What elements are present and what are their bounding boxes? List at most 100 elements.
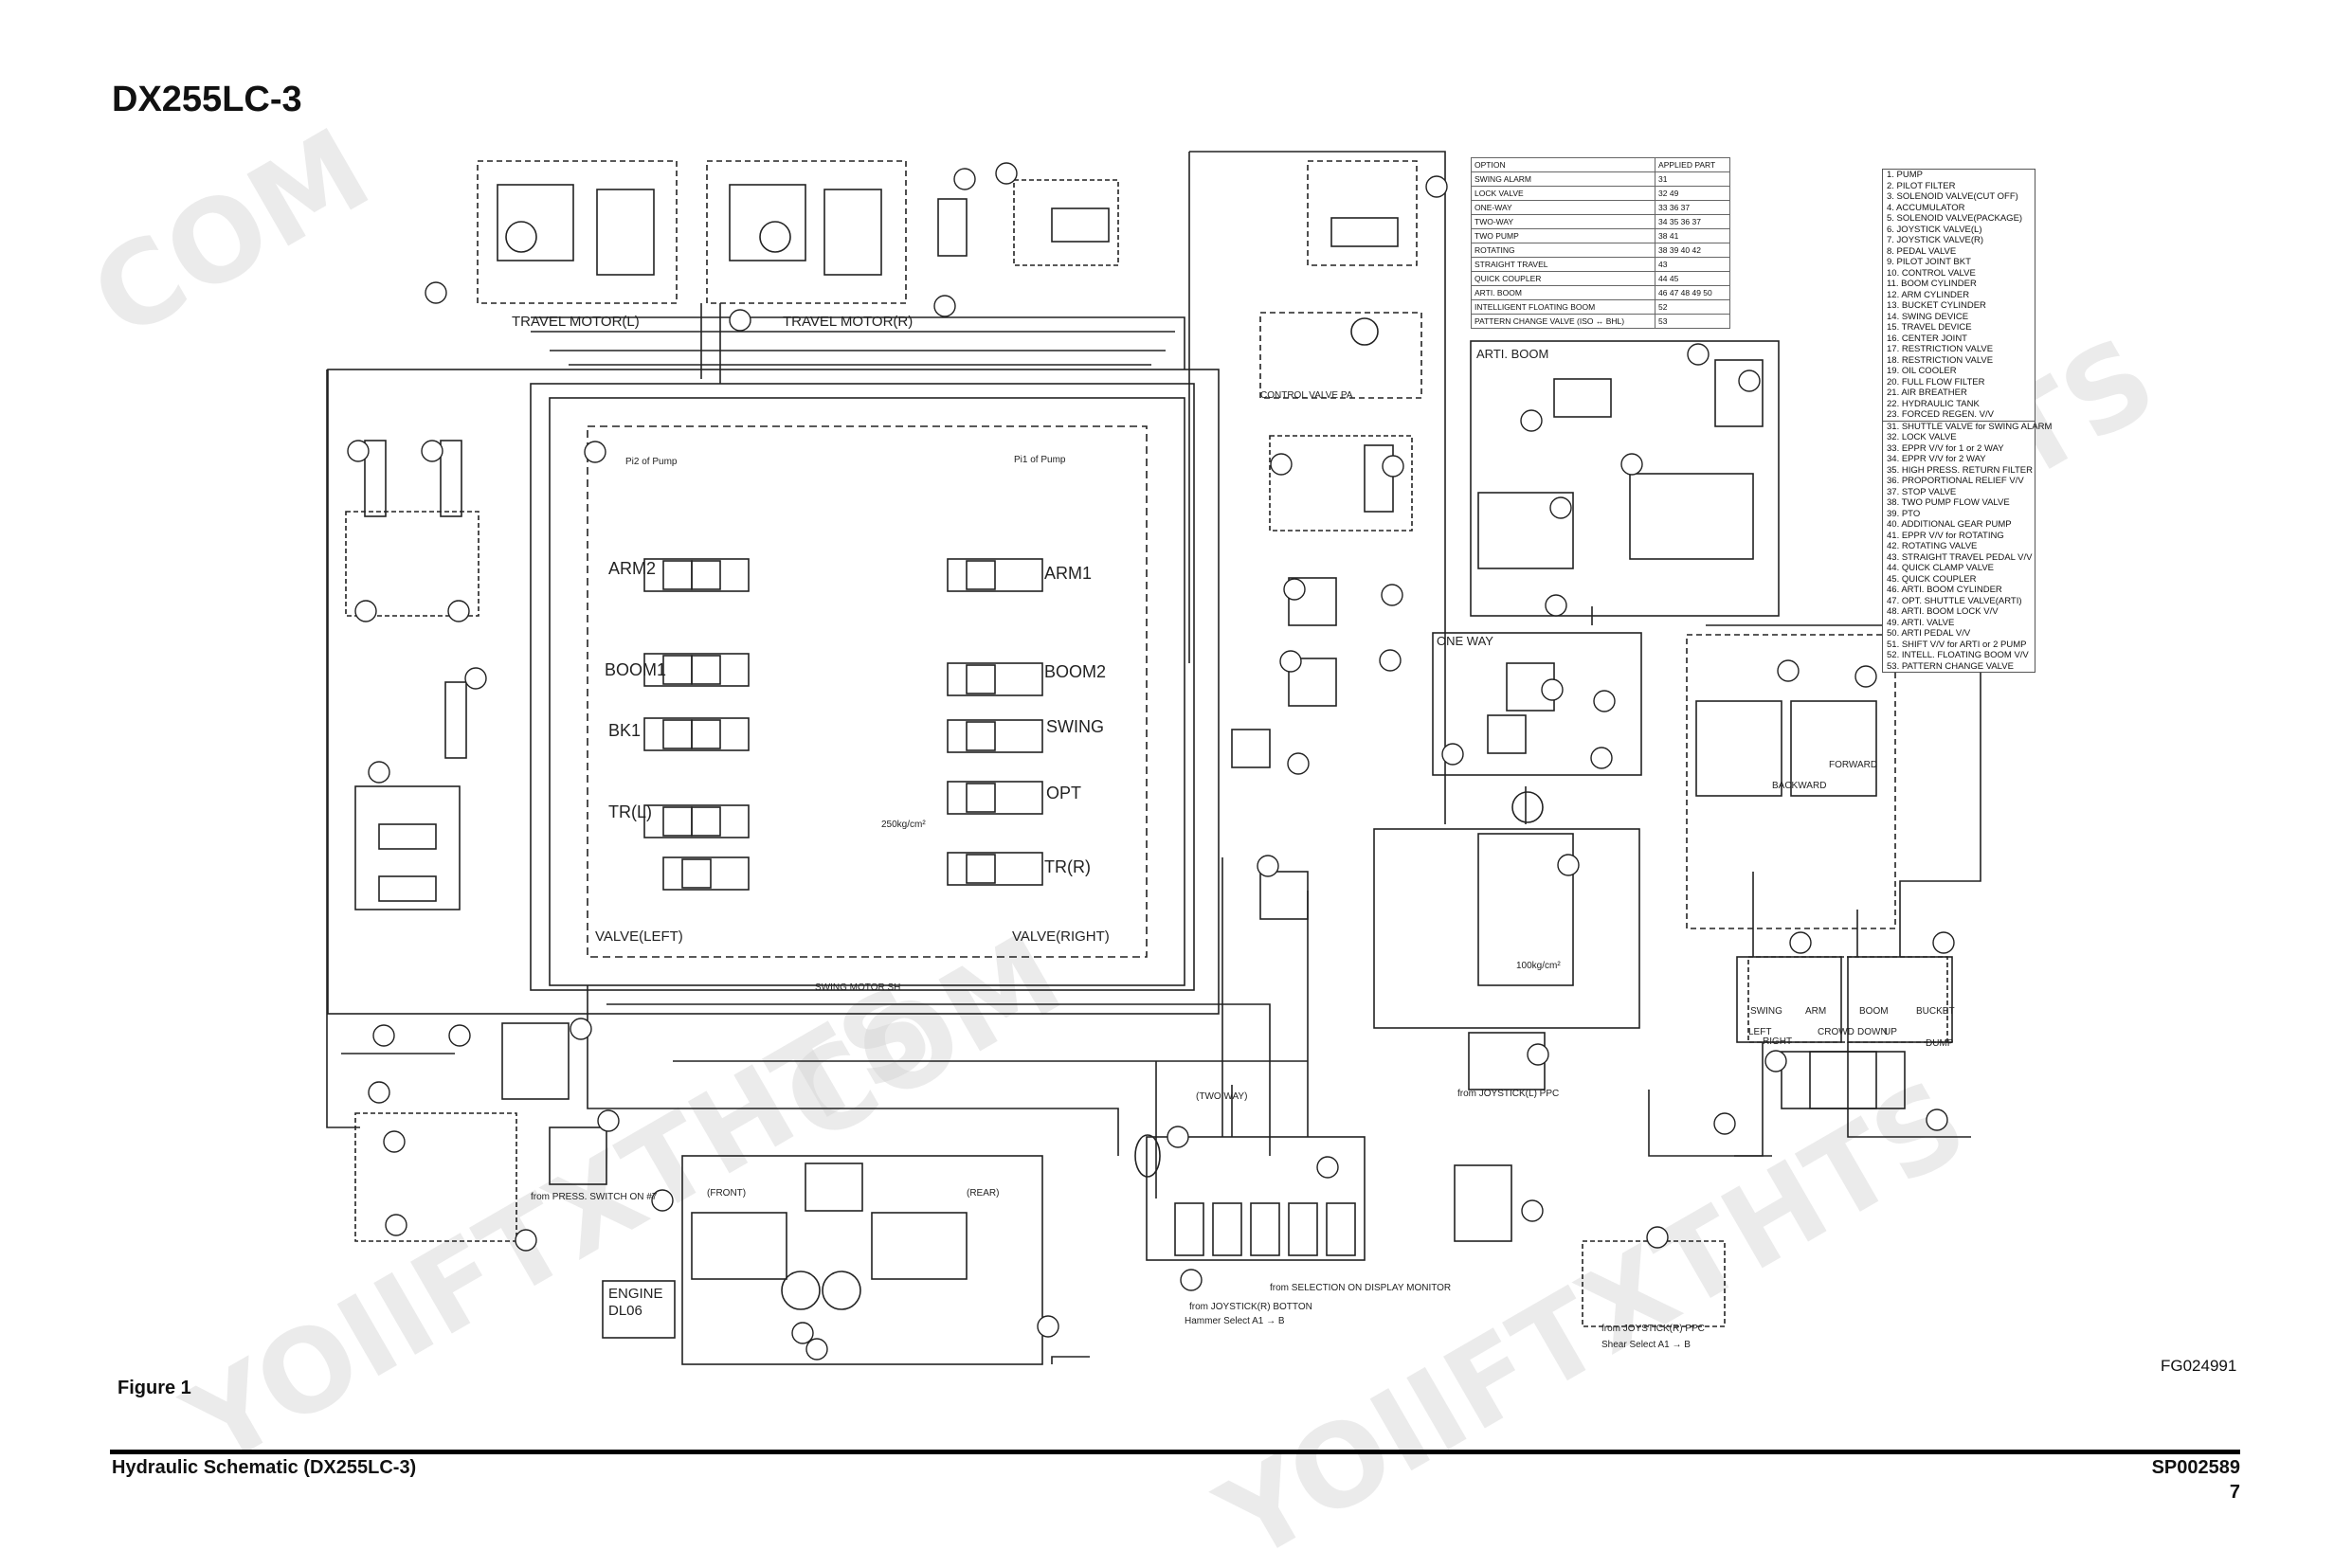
option-cell: ROTATING	[1470, 243, 1656, 258]
label-pi1-pump: Pi1 of Pump	[1014, 455, 1066, 465]
legend-item: 32. LOCK VALVE	[1887, 432, 1957, 442]
legend-item: 8. PEDAL VALVE	[1887, 245, 1957, 257]
legend-item: 44. QUICK CLAMP VALVE	[1887, 563, 1994, 573]
legend-item: 12. ARM CYLINDER	[1887, 289, 1970, 300]
footer-divider	[110, 1450, 2240, 1454]
label-js-up: UP	[1884, 1027, 1897, 1037]
label-from-joystick-ppc-r: from JOYSTICK(R) PPC	[1601, 1324, 1705, 1334]
label-js-down: DOWN	[1857, 1027, 1888, 1037]
legend-item: 50. ARTI PEDAL V/V	[1887, 628, 1971, 639]
label-arti-boom: ARTI. BOOM	[1476, 347, 1548, 361]
legend-item: 46. ARTI. BOOM CYLINDER	[1887, 585, 2002, 595]
label-travel-motor-right: TRAVEL MOTOR(R)	[783, 314, 913, 330]
legend-item: 51. SHIFT V/V for ARTI or 2 PUMP	[1887, 639, 2027, 650]
legend-item: 1. PUMP	[1887, 170, 1924, 180]
legend-item: 19. OIL COOLER	[1887, 366, 1957, 376]
applied-cell: 33 36 37	[1655, 200, 1730, 215]
label-pi2-pump: Pi2 of Pump	[625, 457, 678, 467]
applied-header: APPLIED PART	[1655, 157, 1730, 172]
legend-item: 48. ARTI. BOOM LOCK V/V	[1887, 606, 1999, 617]
applied-cell: 52	[1655, 299, 1730, 315]
label-shear-select: Shear Select A1 → B	[1601, 1340, 1691, 1350]
label-js-arm: ARM	[1805, 1006, 1826, 1017]
label-boom1: BOOM1	[605, 660, 666, 679]
legend-item: 36. PROPORTIONAL RELIEF V/V	[1887, 476, 2024, 486]
legend-item: 39. PTO	[1887, 508, 1921, 519]
legend-item: 21. AIR BREATHER	[1887, 387, 1967, 398]
legend-item: 15. TRAVEL DEVICE	[1887, 322, 1972, 333]
legend-item: 40. ADDITIONAL GEAR PUMP	[1887, 519, 2012, 530]
legend-item: 16. CENTER JOINT	[1887, 333, 1967, 344]
figure-code: FG024991	[2161, 1357, 2237, 1375]
legend-item: 20. FULL FLOW FILTER	[1887, 376, 1985, 387]
footer-doc-code: SP002589	[2151, 1457, 2240, 1478]
legend-item: 31. SHUTTLE VALVE for SWING ALARM	[1883, 420, 2052, 433]
label-js-bucket: BUCKET	[1916, 1006, 1955, 1017]
travel-motor-left	[477, 160, 678, 304]
label-trl: TR(L)	[608, 802, 652, 821]
option-cell: TWO-WAY	[1470, 214, 1656, 229]
applied-cell: 31	[1655, 171, 1730, 187]
legend-item: 53. PATTERN CHANGE VALVE	[1887, 660, 2014, 672]
label-rear: (REAR)	[967, 1188, 999, 1199]
label-from-joystick-bottom: from JOYSTICK(R) BOTTON	[1189, 1302, 1312, 1312]
option-cell: STRAIGHT TRAVEL	[1470, 257, 1656, 272]
label-arm2: ARM2	[608, 559, 656, 578]
option-cell: PATTERN CHANGE VALVE (ISO ↔ BHL)	[1470, 314, 1656, 329]
applied-cell: 34 35 36 37	[1655, 214, 1730, 229]
label-valve-right: VALVE(RIGHT)	[1012, 928, 1110, 945]
label-js-right: RIGHT	[1763, 1036, 1792, 1047]
label-hammer-select: Hammer Select A1 → B	[1185, 1316, 1285, 1326]
main-control-valve	[587, 425, 1148, 958]
diagram-labels: TRAVEL MOTOR(L) TRAVEL MOTOR(R) VALVE(LE…	[512, 314, 1955, 1350]
label-bk1: BK1	[608, 721, 641, 740]
legend-item: 33. EPPR V/V for 1 or 2 WAY	[1887, 442, 2004, 454]
applied-cell: 43	[1655, 257, 1730, 272]
label-travel-motor-left: TRAVEL MOTOR(L)	[512, 314, 640, 330]
label-js-boom: BOOM	[1859, 1006, 1889, 1017]
legend-item: 18. RESTRICTION VALVE	[1887, 354, 1994, 366]
option-cell: ARTI. BOOM	[1470, 285, 1656, 300]
applied-cell: 32 49	[1655, 186, 1730, 201]
watermark-text: YOIIFTXTHTS	[1197, 1055, 1987, 1568]
label-pressure-100: 100kg/cm²	[1516, 961, 1561, 971]
legend-item: 45. QUICK COUPLER	[1887, 573, 1977, 585]
option-cell: QUICK COUPLER	[1470, 271, 1656, 286]
callout-group	[347, 162, 1955, 1361]
label-valve-left: VALVE(LEFT)	[595, 928, 683, 945]
legend-item: 6. JOYSTICK VALVE(L)	[1887, 224, 1982, 235]
label-pressure-250: 250kg/cm²	[881, 820, 926, 830]
legend-item: 14. SWING DEVICE	[1887, 311, 1969, 322]
legend-item: 37. STOP VALVE	[1887, 486, 1957, 497]
legend-item: 41. EPPR V/V for ROTATING	[1887, 530, 2004, 541]
figure-caption: Figure 1	[118, 1378, 191, 1398]
applied-cell: 38 41	[1655, 228, 1730, 243]
option-cell: SWING ALARM	[1470, 171, 1656, 187]
label-engine: ENGINE	[608, 1286, 663, 1302]
label-arm1: ARM1	[1044, 564, 1092, 583]
label-swing: SWING	[1046, 717, 1104, 736]
footer-title: Hydraulic Schematic (DX255LC-3)	[112, 1457, 417, 1478]
option-header: OPTION	[1470, 157, 1656, 172]
parts-legend: 1. PUMP 2. PILOT FILTER 3. SOLENOID VALV…	[1882, 169, 2052, 673]
option-cell: TWO PUMP	[1470, 228, 1656, 243]
legend-item: 11. BOOM CYLINDER	[1887, 279, 1977, 289]
label-engine-model: DL06	[608, 1303, 642, 1319]
applied-cell: 53	[1655, 314, 1730, 329]
page-title: DX255LC-3	[112, 80, 302, 119]
label-two-way: (TWO WAY)	[1196, 1091, 1247, 1102]
legend-item: 23. FORCED REGEN. V/V	[1887, 409, 1994, 420]
label-js-dump: DUMP	[1926, 1038, 1954, 1049]
label-from-joystick-ppc: from JOYSTICK(L) PPC	[1457, 1089, 1559, 1099]
watermark: COM HTS YOIIFTXTHTS COM YOIIFTXTHTS	[71, 104, 2177, 1568]
legend-item: 2. PILOT FILTER	[1887, 180, 1956, 191]
option-cell: INTELLIGENT FLOATING BOOM	[1470, 299, 1656, 315]
legend-item: 5. SOLENOID VALVE(PACKAGE)	[1887, 213, 2023, 224]
label-opt: OPT	[1046, 784, 1081, 802]
legend-item: 13. BUCKET CYLINDER	[1887, 300, 1986, 311]
label-backward: BACKWARD	[1772, 781, 1826, 791]
legend-item: 49. ARTI. VALVE	[1887, 617, 1955, 628]
label-forward: FORWARD	[1829, 760, 1877, 770]
